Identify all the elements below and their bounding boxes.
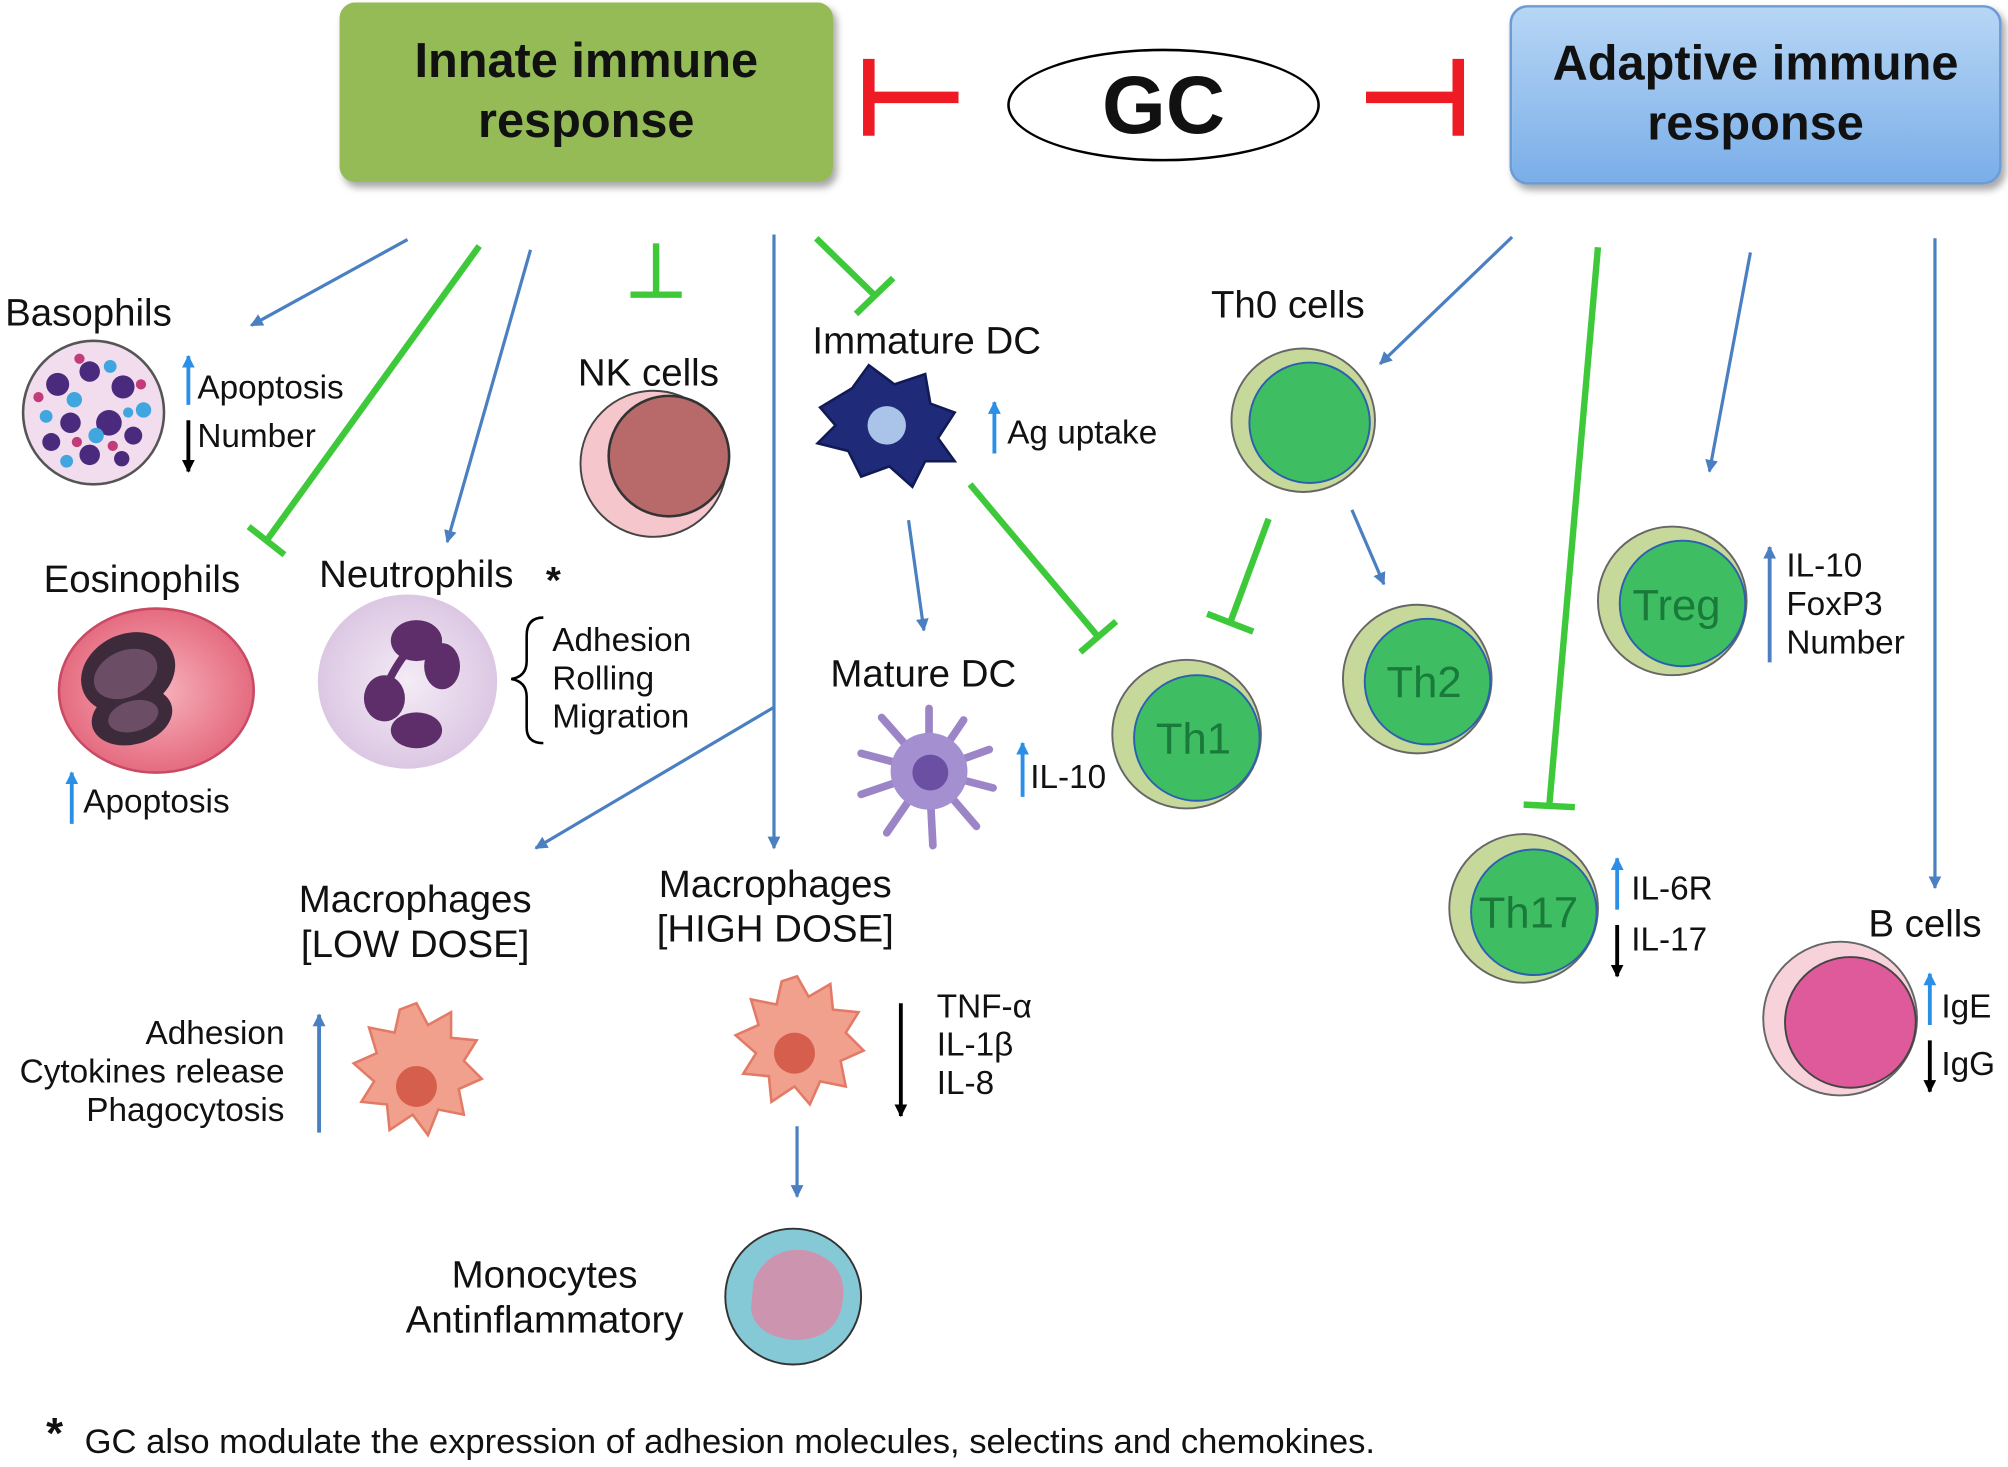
gc-inhibit-adaptive-arrow [1366,58,1465,136]
to-macro-low-arrow [534,705,775,850]
macro-low-line1: Macrophages [298,878,532,922]
neutrophils-effects: Adhesion Rolling Migration [552,620,692,736]
immature-dc-label: Immature DC [812,320,1041,363]
th0-inhibit-th1-arrow [1205,517,1272,635]
macro-low-effect-1: Adhesion [145,1013,285,1052]
neutrophils-effect-1: Adhesion [552,620,692,659]
macro-high-line1: Macrophages [658,863,892,906]
macro-low-effect-3: Phagocytosis [86,1090,285,1129]
monocytes-label: Monocytes Antinflammatory [391,1254,699,1342]
neutrophils-label: Neutrophils [319,553,514,596]
th2-label: Th2 [1386,658,1462,708]
macro-high-effect-3: IL-8 [936,1063,995,1102]
neutrophils-brace [511,616,544,745]
basophils-label: Basophils [5,292,172,335]
dc-maturation-arrow [906,519,929,632]
mature-dc-up-label: IL-10 [1030,757,1107,796]
eosinophils-up-label: Apoptosis [83,781,230,820]
inhibit-eosinophils-arrow [246,244,482,558]
basophil-cell-image [21,339,166,486]
treg-effect-3: Number [1786,622,1905,661]
neutrophils-asterisk: * [545,559,561,603]
immature-dc-image [815,363,958,489]
to-basophils-arrow [250,238,409,327]
inhibit-nk-arrow [630,243,682,298]
macro-high-effect-2: IL-1β [936,1024,1014,1064]
gc-label: GC [1102,58,1226,152]
th0-cell-image [1230,347,1376,493]
macro-low-effect-2: Cytokines release [19,1051,285,1091]
th1-label: Th1 [1155,714,1231,764]
eosinophil-cell-image [57,607,256,774]
basophils-up-label: Apoptosis [197,367,344,407]
treg-effects: IL-10 FoxP3 Number [1786,545,1905,662]
neutrophils-effect-3: Migration [552,696,690,736]
immature-dc-up-label: Ag uptake [1007,412,1158,451]
th1-cell-image [1111,658,1262,810]
macro-low-effects: Adhesion Cytokines release Phagocytosis [0,1013,285,1130]
th0-cells-label: Th0 cells [1210,284,1365,327]
to-neutrophils-arrow [444,249,533,544]
footnote-asterisk: * [46,1409,64,1459]
innate-response-box: Innate immune response [339,2,833,182]
nk-cells-label: NK cells [577,352,719,395]
innate-title-line2: response [477,94,695,149]
monocyte-cell-image [724,1227,863,1366]
footnote-text: GC also modulate the expression of adhes… [84,1422,1376,1461]
macro-high-label: Macrophages [HIGH DOSE] [645,864,906,952]
innate-title-line1: Innate immune [414,33,759,88]
inhibit-th17-arrow [1523,246,1602,811]
eosinophils-label: Eosinophils [43,558,241,601]
th17-up-label: IL-6R [1631,868,1713,908]
adaptive-response-box: Adaptive immune response [1509,5,2002,185]
gc-ellipse: GC [1007,48,1320,162]
treg-label: Treg [1632,581,1721,631]
b-cell-image [1762,940,1918,1097]
gc-inhibit-innate-arrow [863,58,959,136]
th2-cell-image [1341,603,1493,755]
macro-low-line2: [LOW DOSE] [300,923,530,966]
b-up-label: IgE [1941,986,1992,1025]
to-treg-arrow [1705,252,1753,473]
treg-cell-image [1596,525,1748,677]
th17-label: Th17 [1478,889,1579,938]
neutrophils-effect-2: Rolling [552,658,655,697]
adaptive-title-line1: Adaptive immune [1552,36,1959,91]
th17-cell-image [1448,833,1599,984]
macro-high-effect-1: TNF-α [936,986,1032,1025]
macrophage-low-dose-image [351,1001,485,1138]
monocytes-line1: Monocytes [451,1254,638,1297]
b-cells-label: B cells [1868,903,1982,946]
macro-high-effects: TNF-α IL-1β IL-8 [936,986,1032,1103]
nk-cell-image [579,389,731,538]
to-th0-arrow [1378,235,1514,366]
th0-to-th2-arrow [1350,509,1386,586]
inhibit-immature-dc-arrow [814,236,896,317]
mature-dc-image [857,704,997,850]
th17-down-label: IL-17 [1631,919,1708,959]
neutrophil-cell-image [317,594,498,769]
b-down-label: IgG [1941,1044,1996,1083]
basophils-down-label: Number [197,416,316,455]
macro-high-line2: [HIGH DOSE] [656,907,894,951]
monocytes-line2: Antinflammatory [405,1298,684,1341]
mature-dc-label: Mature DC [830,653,1017,696]
dc-inhibit-th1-arrow [967,482,1119,655]
treg-effect-1: IL-10 [1786,545,1863,585]
adaptive-title-line2: response [1647,97,1864,152]
treg-effect-2: FoxP3 [1786,584,1883,623]
macrophage-high-dose-image [733,974,866,1107]
macro-low-label: Macrophages [LOW DOSE] [287,879,543,967]
